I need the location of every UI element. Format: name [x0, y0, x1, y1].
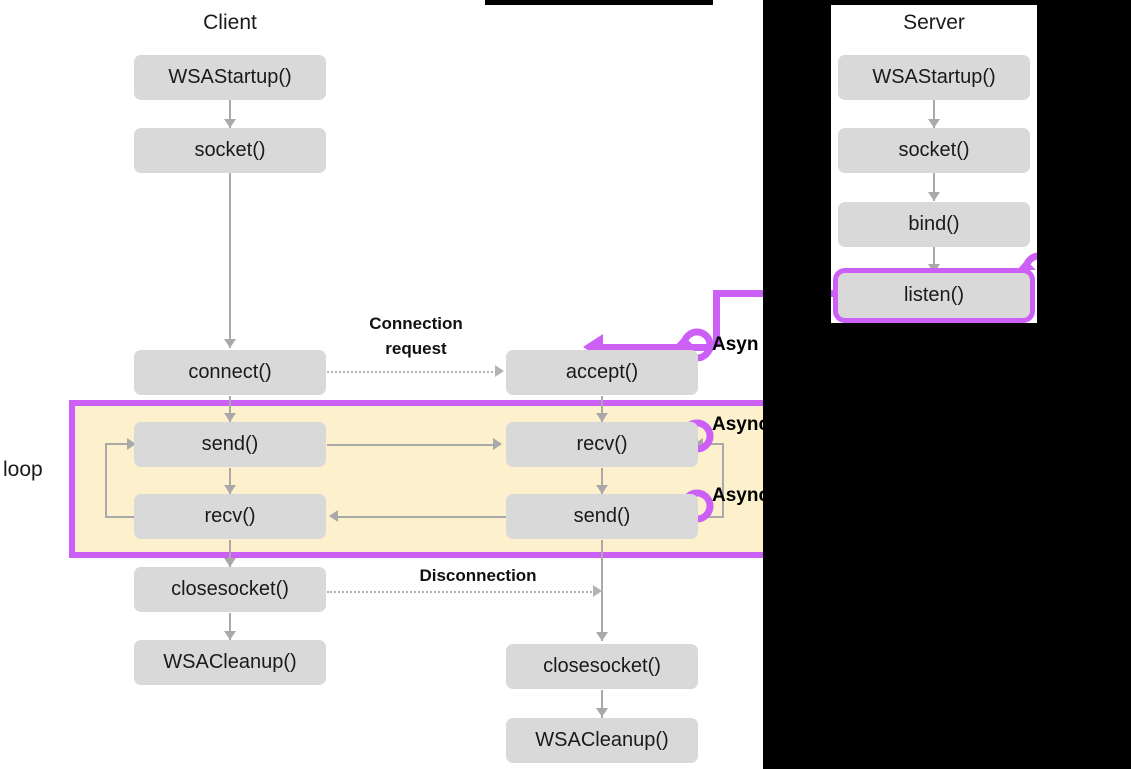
label-connection-request-line2: request [385, 338, 447, 358]
connector-client-loopback-bottom [105, 516, 135, 518]
arrow-server-1 [928, 119, 940, 128]
connector-server-7 [601, 690, 603, 718]
connector-client-6 [229, 613, 231, 641]
arrow-server-2 [928, 192, 940, 201]
arrow-server-5 [596, 485, 608, 494]
async-label-recv: Async [712, 414, 770, 435]
label-disconnection: Disconnection [419, 566, 537, 585]
connector-client-loopback-top [105, 443, 129, 445]
connector-server-6 [601, 540, 603, 641]
arrow-server-6 [596, 632, 608, 641]
node-client-send[interactable]: send() [134, 422, 326, 467]
client-panel-top-strip [0, 0, 485, 5]
occlusion-strip-top [485, 0, 713, 5]
node-client-closesocket[interactable]: closesocket() [134, 567, 326, 612]
node-client-wsastartup[interactable]: WSAStartup() [134, 55, 326, 100]
label-connection-request: Connection request [336, 312, 496, 361]
connector-server-loopback-top [702, 443, 724, 445]
connector-client-2 [229, 173, 231, 348]
node-server-listen[interactable]: listen() [833, 268, 1035, 323]
connector-server-1 [933, 100, 935, 128]
client-column-title: Client [203, 11, 257, 34]
node-client-socket[interactable]: socket() [134, 128, 326, 173]
async-label-accept: Asyn [712, 334, 759, 355]
node-server-recv[interactable]: recv() [506, 422, 698, 467]
arrow-connection-request [495, 365, 504, 377]
arrow-client-6 [224, 631, 236, 640]
connector-server-2 [933, 173, 935, 201]
arrow-send-to-recv [493, 438, 502, 450]
arrow-disconnection [593, 585, 602, 597]
connector-server-5 [601, 468, 603, 494]
arrow-client-loopback [127, 438, 136, 450]
node-server-bind[interactable]: bind() [838, 202, 1030, 247]
arrow-client-1 [224, 119, 236, 128]
node-server-wsacleanup[interactable]: WSACleanup() [506, 718, 698, 763]
connector-client-4 [229, 468, 231, 494]
arrow-server-loopback [694, 438, 703, 450]
purple-route-vertical [713, 290, 720, 347]
node-client-connect[interactable]: connect() [134, 350, 326, 395]
connector-gap-panel [713, 5, 763, 769]
node-server-wsastartup[interactable]: WSAStartup() [838, 55, 1030, 100]
connector-client-5 [229, 540, 231, 568]
label-connection-request-line1: Connection [369, 314, 463, 333]
arrow-server-4 [596, 413, 608, 422]
self-loop-arrow-icon [674, 323, 720, 369]
loop-label: loop [3, 458, 43, 481]
connector-server-3 [933, 247, 935, 273]
occlusion-block-bottom [763, 323, 1131, 769]
connector-server-send-to-client-recv [338, 516, 506, 518]
arrow-client-4 [224, 485, 236, 494]
connector-server-loopback-bottom [700, 516, 724, 518]
arrow-client-3 [224, 413, 236, 422]
connector-disconnection [327, 591, 595, 593]
connector-connection-request [327, 371, 497, 373]
async-label-send: Async [712, 485, 770, 506]
node-client-wsacleanup[interactable]: WSACleanup() [134, 640, 326, 685]
node-server-socket[interactable]: socket() [838, 128, 1030, 173]
arrow-client-2 [224, 339, 236, 348]
connector-server-loopback-vert [722, 443, 724, 517]
connector-server-4 [601, 396, 603, 422]
arrow-client-5 [224, 558, 236, 567]
node-server-accept[interactable]: accept() [506, 350, 698, 395]
arrow-server-7 [596, 708, 608, 717]
connector-client-1 [229, 100, 231, 128]
node-server-closesocket[interactable]: closesocket() [506, 644, 698, 689]
server-panel-top-strip [713, 0, 763, 5]
connector-client-loopback-vert [105, 443, 107, 517]
connector-send-to-recv [327, 444, 495, 446]
node-client-recv[interactable]: recv() [134, 494, 326, 539]
arrow-server-send-to-client-recv [329, 510, 338, 522]
server-column-title: Server [903, 11, 965, 34]
purple-route-to-accept [600, 344, 713, 351]
connector-client-3 [229, 396, 231, 422]
node-server-send[interactable]: send() [506, 494, 698, 539]
